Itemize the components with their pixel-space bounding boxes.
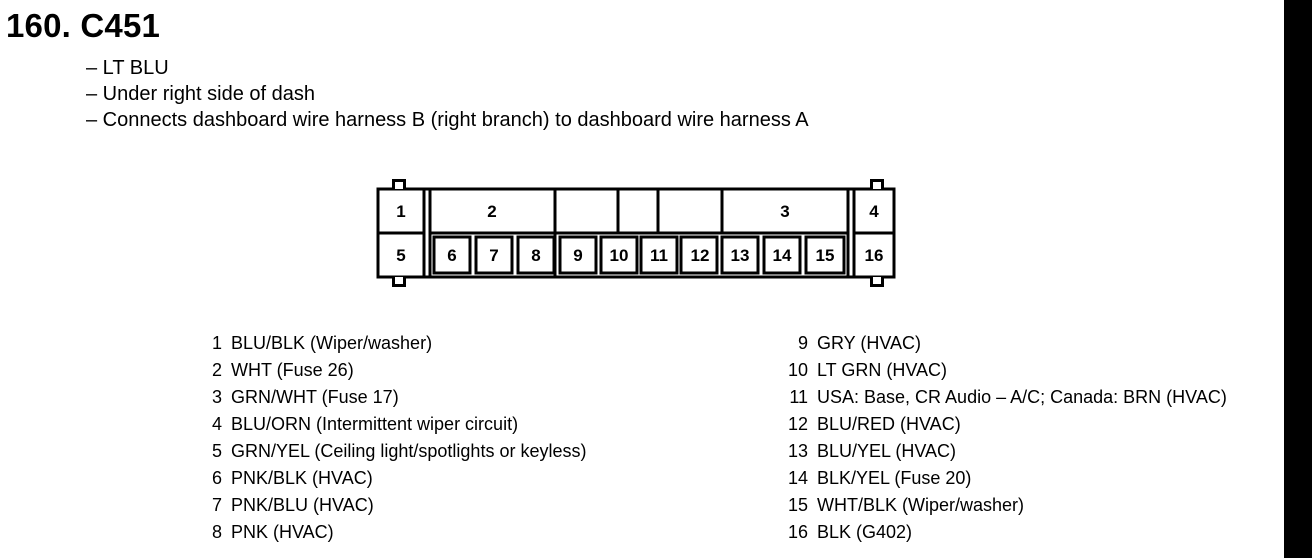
pin-label-9: 9 <box>573 246 582 265</box>
pin-label-13: 13 <box>731 246 750 265</box>
pin-label-7: 7 <box>489 246 498 265</box>
pin-description: BLU/BLK (Wiper/washer) <box>231 333 433 353</box>
pin-description: PNK/BLU (HVAC) <box>231 495 374 515</box>
pin-number: 6 <box>211 468 222 488</box>
pin-description: PNK/BLK (HVAC) <box>231 468 373 488</box>
right-edge-bar <box>1284 0 1312 558</box>
pin-row: 5 GRN/YEL (Ceiling light/spotlights or ke… <box>200 438 586 465</box>
pin-description: GRY (HVAC) <box>817 333 922 353</box>
pin-description: WHT (Fuse 26) <box>231 360 354 380</box>
pin-row: 11 USA: Base, CR Audio – A/C; Canada: BRN… <box>780 384 1227 411</box>
connector-diagram: 1 2 3 4 5 6 7 8 9 10 11 12 13 14 15 16 <box>376 179 896 287</box>
pin-description: BLK/YEL (Fuse 20) <box>817 468 972 488</box>
pin-label-11: 11 <box>650 246 668 265</box>
pin-label-2: 2 <box>487 202 496 221</box>
pin-number: 7 <box>211 495 222 515</box>
pin-row: 1 BLU/BLK (Wiper/washer) <box>200 330 586 357</box>
pin-number: 15 <box>787 495 808 515</box>
pin-label-10: 10 <box>610 246 629 265</box>
pin-description: WHT/BLK (Wiper/washer) <box>817 495 1025 515</box>
pin-row: 6 PNK/BLK (HVAC) <box>200 465 586 492</box>
pin-description: USA: Base, CR Audio – A/C; Canada: BRN (… <box>817 387 1227 407</box>
pin-number: 13 <box>787 441 808 461</box>
pin-description: BLU/YEL (HVAC) <box>817 441 957 461</box>
pin-row: 9 GRY (HVAC) <box>780 330 1227 357</box>
pin-number: 5 <box>211 441 222 461</box>
cavity-key <box>616 187 660 235</box>
pin-row: 16 BLK (G402) <box>780 519 1227 546</box>
pin-number: 1 <box>211 333 222 353</box>
page-title: 160. C451 <box>6 7 161 44</box>
pin-label-5: 5 <box>396 246 405 265</box>
pin-row: 15 WHT/BLK (Wiper/washer) <box>780 492 1227 519</box>
pin-number: 9 <box>797 333 808 353</box>
pin-row: 3 GRN/WHT (Fuse 17) <box>200 384 586 411</box>
pin-description: BLU/RED (HVAC) <box>817 414 961 434</box>
pin-row: 7 PNK/BLU (HVAC) <box>200 492 586 519</box>
pin-list-right: 9 GRY (HVAC) 10 LT GRN (HVAC) 11 USA: Base,… <box>780 330 1227 546</box>
pin-number: 12 <box>787 414 808 434</box>
pin-description: BLK (G402) <box>817 522 913 542</box>
pin-number: 14 <box>787 468 808 488</box>
pin-number: 11 <box>789 387 808 407</box>
pin-label-16: 16 <box>865 246 884 265</box>
info-color: – LT BLU <box>86 57 169 79</box>
info-connection: – Connects dashboard wire harness B (rig… <box>86 109 809 131</box>
pin-row: 10 LT GRN (HVAC) <box>780 357 1227 384</box>
pin-label-4: 4 <box>869 202 879 221</box>
pin-number: 10 <box>787 360 808 380</box>
pin-row: 14 BLK/YEL (Fuse 20) <box>780 465 1227 492</box>
pin-label-3: 3 <box>780 202 789 221</box>
pin-number: 2 <box>211 360 222 380</box>
pin-label-6: 6 <box>447 246 456 265</box>
pin-number: 3 <box>211 387 222 407</box>
pin-list-left: 1 BLU/BLK (Wiper/washer) 2 WHT (Fuse 26) 3… <box>200 330 586 546</box>
pin-label-8: 8 <box>531 246 540 265</box>
pin-description: GRN/WHT (Fuse 17) <box>231 387 399 407</box>
pin-label-1: 1 <box>396 202 405 221</box>
pin-description: BLU/ORN (Intermittent wiper circuit) <box>231 414 519 434</box>
pin-label-12: 12 <box>691 246 710 265</box>
pin-description: LT GRN (HVAC) <box>817 360 948 380</box>
pin-number: 4 <box>211 414 222 434</box>
pin-label-14: 14 <box>773 246 792 265</box>
pin-number: 16 <box>787 522 808 542</box>
pin-description: PNK (HVAC) <box>231 522 334 542</box>
pin-row: 8 PNK (HVAC) <box>200 519 586 546</box>
pin-row: 2 WHT (Fuse 26) <box>200 357 586 384</box>
pin-row: 4 BLU/ORN (Intermittent wiper circuit) <box>200 411 586 438</box>
pin-row: 12 BLU/RED (HVAC) <box>780 411 1227 438</box>
pin-row: 13 BLU/YEL (HVAC) <box>780 438 1227 465</box>
pin-label-15: 15 <box>816 246 835 265</box>
info-location: – Under right side of dash <box>86 83 316 105</box>
pin-number: 8 <box>211 522 222 542</box>
pin-description: GRN/YEL (Ceiling light/spotlights or key… <box>231 441 587 461</box>
